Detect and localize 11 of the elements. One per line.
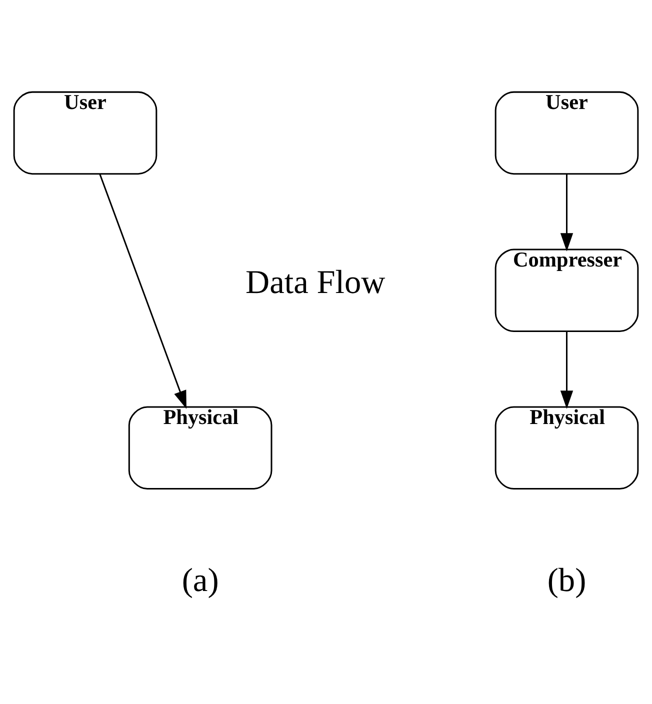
node-box: Physical — [128, 406, 272, 490]
node-box: Physical — [494, 406, 639, 490]
label: (a) — [182, 562, 219, 599]
arrow — [99, 173, 186, 408]
label: (b) — [547, 562, 586, 599]
node-box: User — [13, 90, 158, 174]
arrow — [560, 330, 574, 408]
node-box: User — [494, 90, 639, 174]
node-box: Compresser — [494, 248, 639, 332]
arrow — [560, 173, 574, 251]
label: Data Flow — [246, 263, 386, 300]
